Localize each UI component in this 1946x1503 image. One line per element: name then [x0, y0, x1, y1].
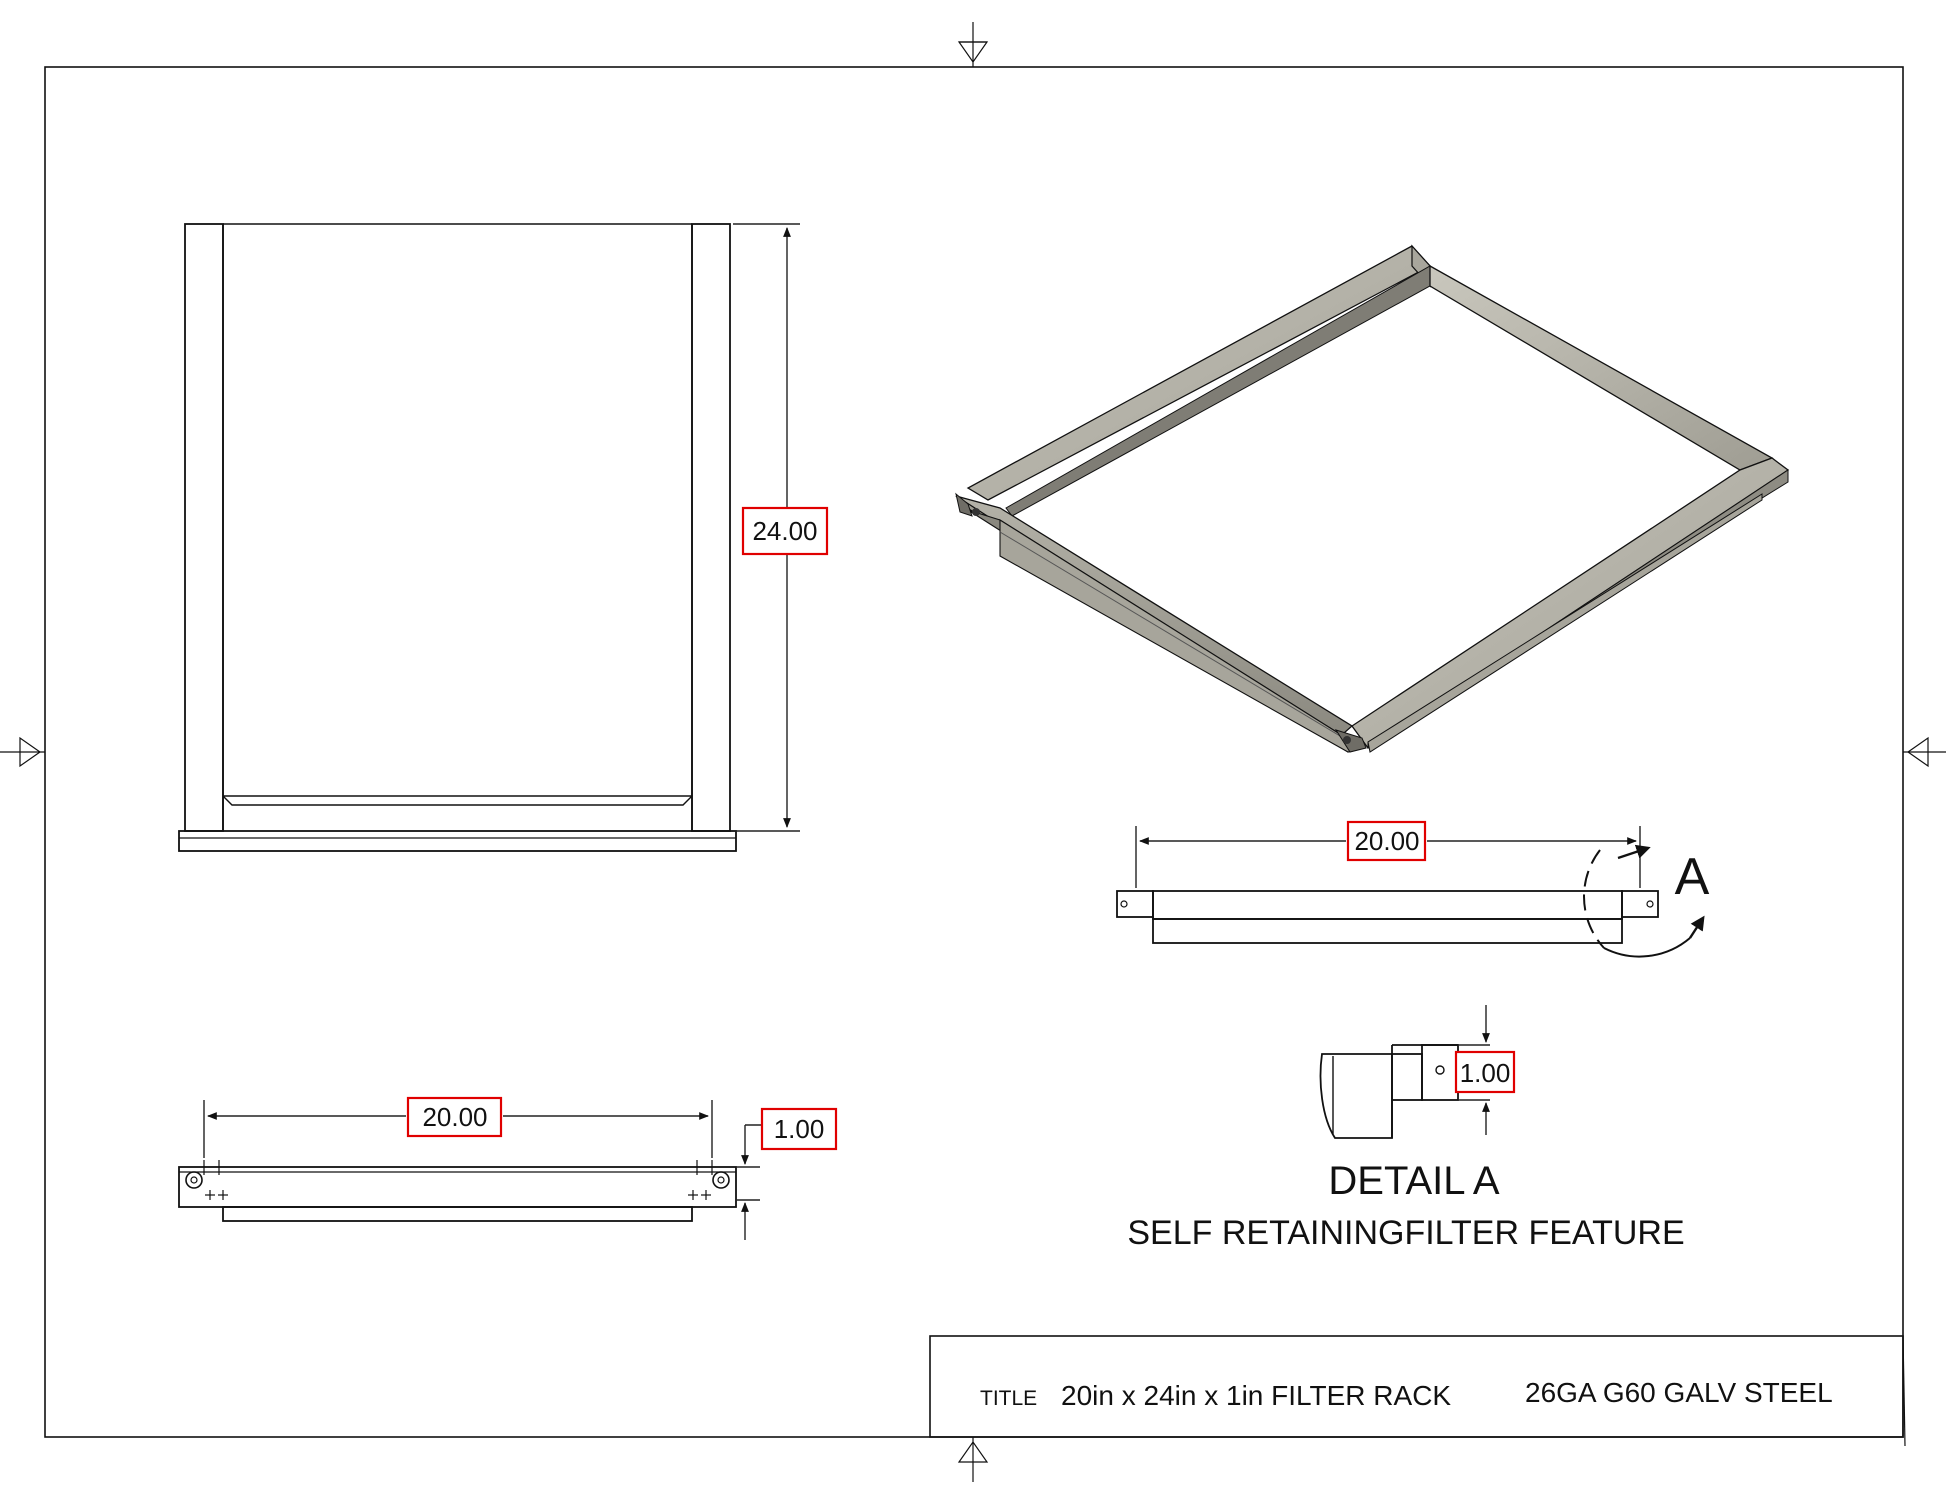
dim-side-width: 20.00 — [1354, 826, 1419, 856]
detail-a-view — [1319, 1044, 1459, 1139]
front-view — [178, 223, 737, 852]
title-block: TITLE 20in x 24in x 1in FILTER RACK 26GA… — [929, 1335, 1906, 1447]
isometric-view — [955, 244, 1790, 753]
bottom-view — [178, 1160, 737, 1222]
center-marks — [0, 22, 1946, 1482]
bottom-width-dimension: 20.00 — [203, 1096, 713, 1158]
height-dimension: 24.00 — [733, 223, 829, 832]
bottom-depth-dimension: 1.00 — [736, 1107, 838, 1240]
dim-detail-depth: 1.00 — [1460, 1058, 1511, 1088]
material-spec: 26GA G60 GALV STEEL — [1525, 1377, 1833, 1408]
drawing-title: 20in x 24in x 1in FILTER RACK — [1061, 1380, 1451, 1411]
detail-subtitle: SELF RETAININGFILTER FEATURE — [1127, 1214, 1684, 1252]
side-width-dimension: 20.00 — [1135, 820, 1641, 888]
detail-depth-dimension: 1.00 — [1454, 1005, 1516, 1135]
detail-marker: A — [1675, 848, 1710, 906]
dim-bottom-depth: 1.00 — [774, 1114, 825, 1144]
detail-title: DETAIL A — [1328, 1159, 1499, 1203]
title-label: TITLE — [980, 1387, 1037, 1410]
dim-front-height: 24.00 — [752, 516, 817, 546]
dim-bottom-width: 20.00 — [422, 1102, 487, 1132]
detail-callout: A — [1583, 844, 1710, 958]
side-view — [1116, 890, 1659, 944]
